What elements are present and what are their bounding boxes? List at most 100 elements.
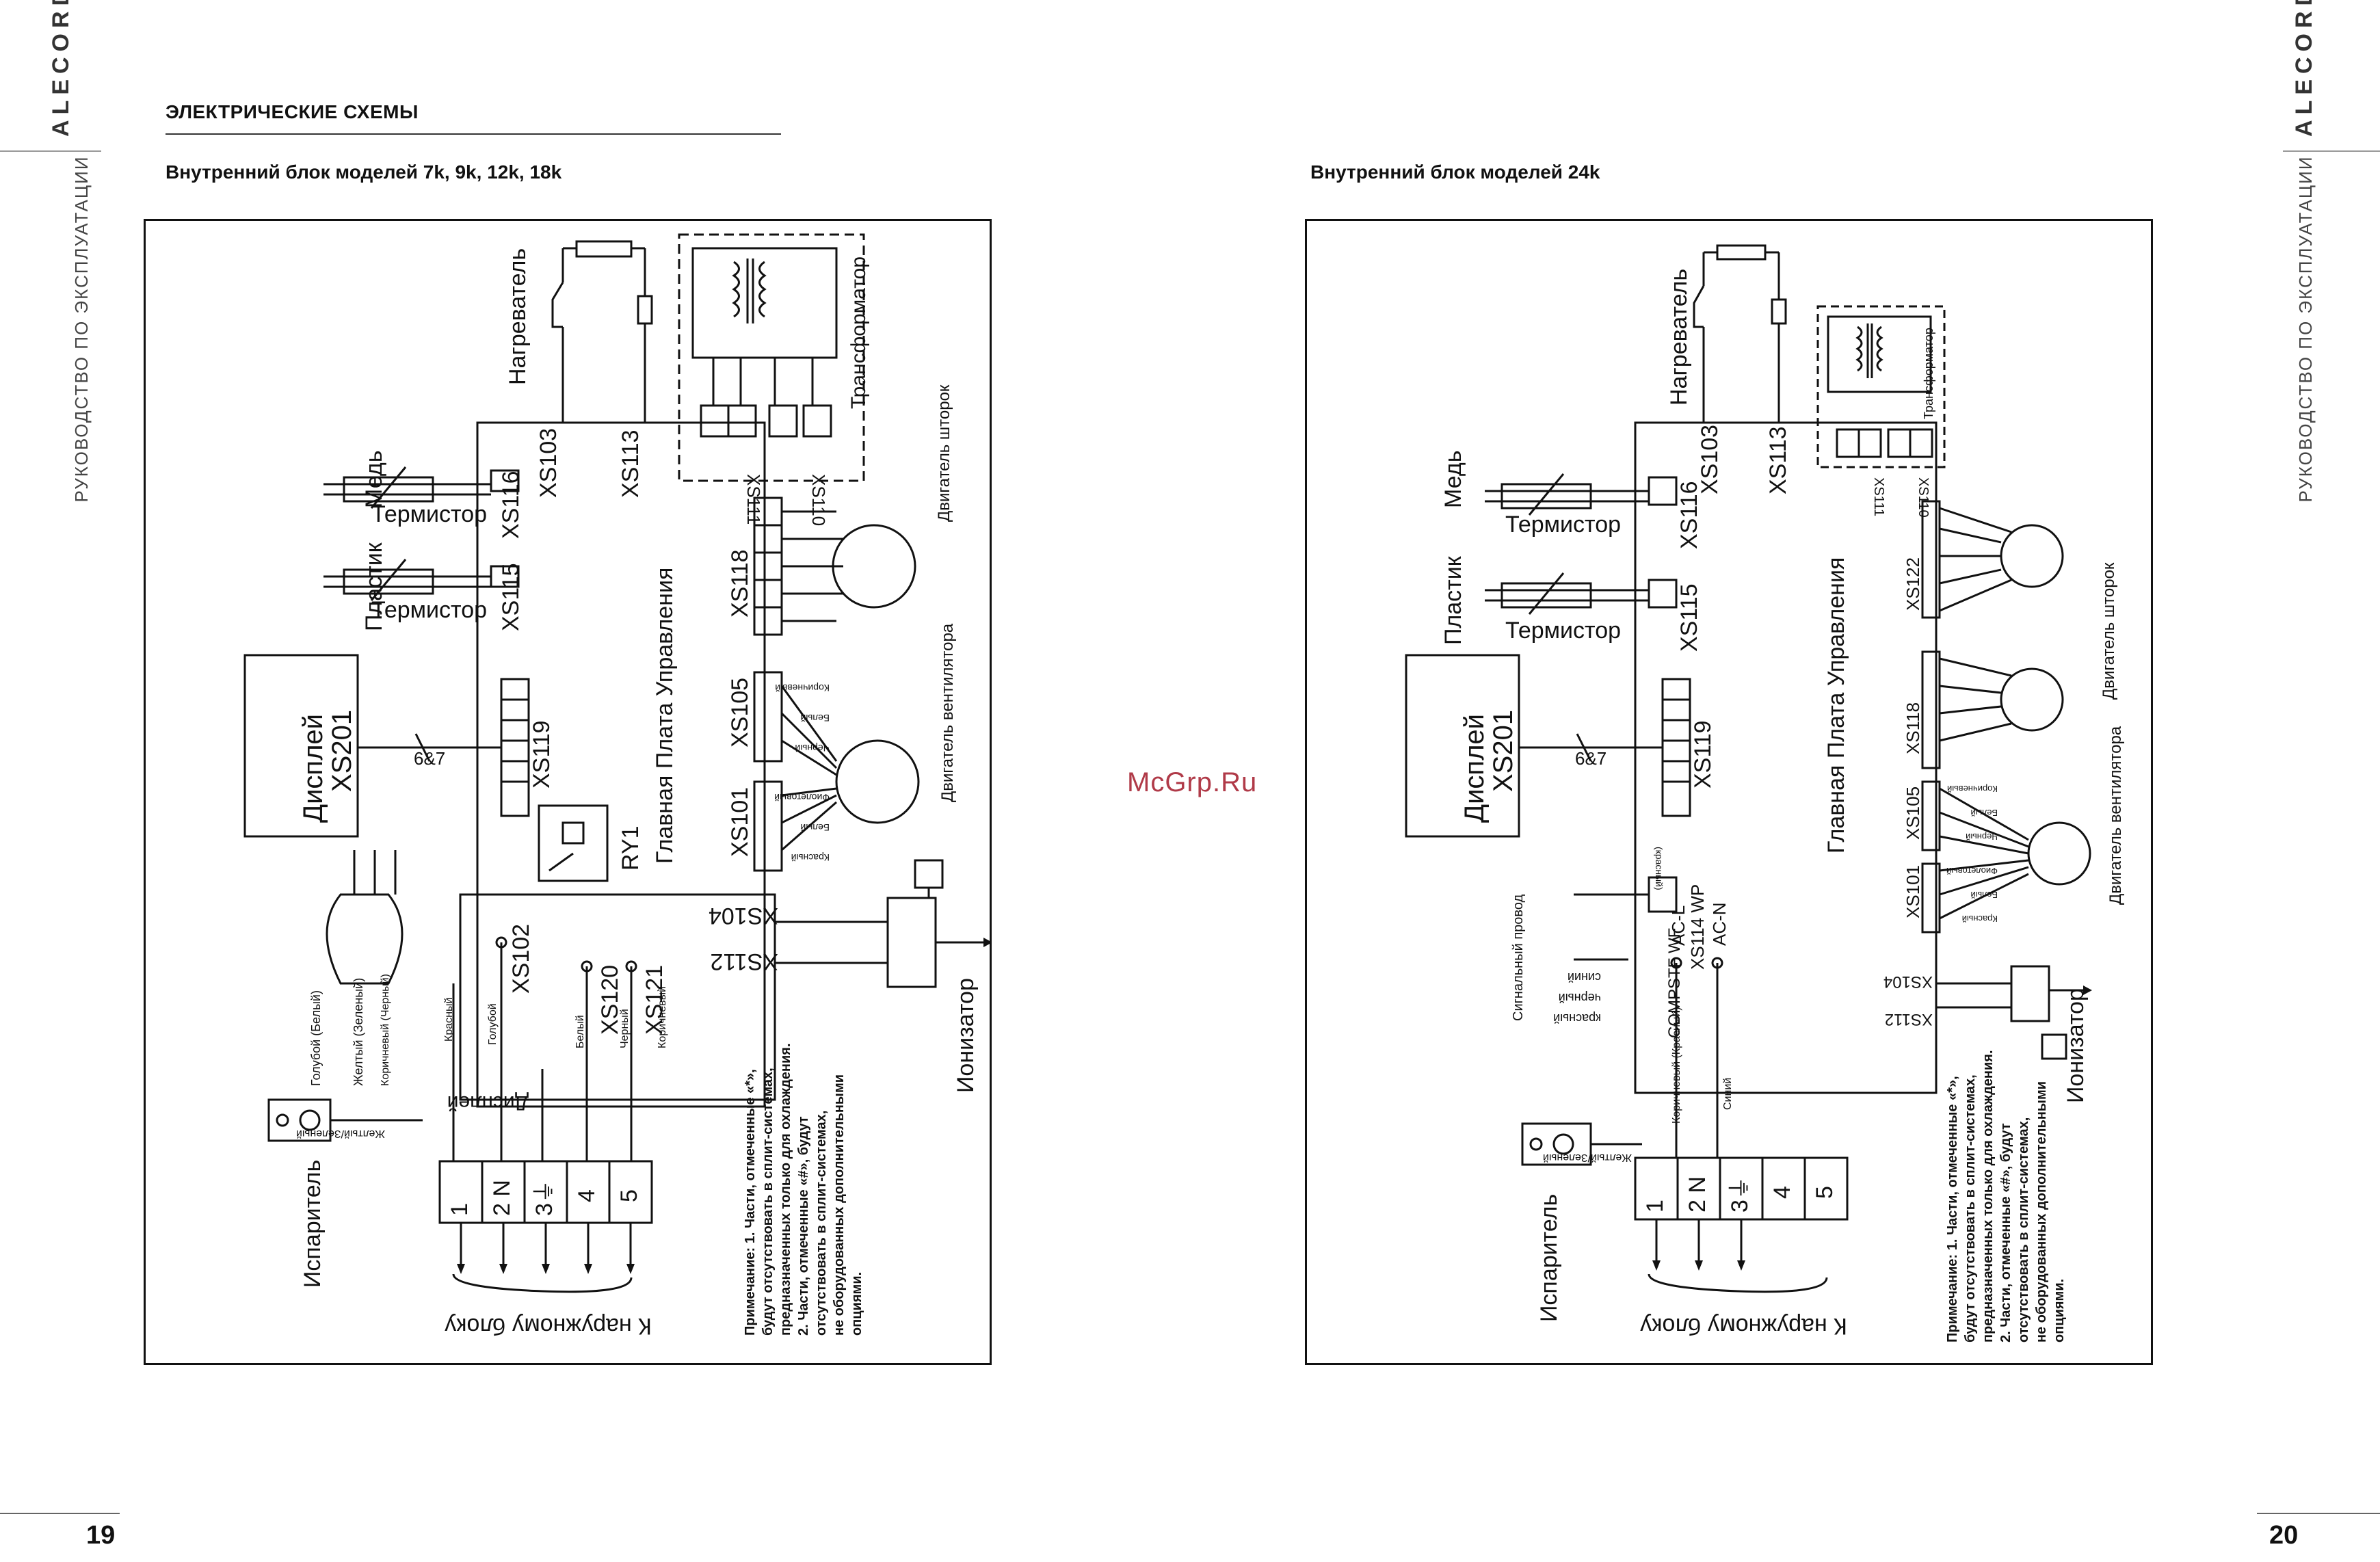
left-xs113-label: XS113 [618, 429, 644, 498]
right-xs116-label: XS116 [1676, 481, 1702, 549]
left-plug [326, 893, 404, 985]
right-terminal-3: 3⏚ [1727, 1176, 1753, 1213]
right-evaporator-label: Испаритель [1536, 1194, 1562, 1322]
left-xs116-label: XS116 [498, 471, 524, 539]
right-sig-blue: синий [1568, 970, 1601, 984]
right-heater-label: Нагреватель [1666, 269, 1692, 406]
left-xs104-label: XS104 [709, 903, 778, 929]
right-sig-red: красный [1553, 1011, 1601, 1025]
left-evaporator-label: Испаритель [300, 1160, 326, 1288]
right-subtitle: Внутренний блок моделей 24k [1310, 161, 1600, 183]
right-fan-motor-label: Двигатель вентилятора [2106, 726, 2125, 905]
left-note-2: будут отсутствовать в сплит-системах, [761, 1068, 776, 1336]
right-xs112-label: XS112 [1885, 1010, 1933, 1029]
right-main-board-label: Главная Плата Управления [1823, 557, 1849, 853]
left-subtitle: Внутренний блок моделей 7k, 9k, 12k, 18k [166, 161, 562, 183]
section-rule [166, 133, 781, 135]
right-fan-violet: Фиолетовый [1946, 866, 1998, 876]
left-display-wire-label: Дисплей [447, 1091, 529, 1114]
right-xs104-label: XS104 [1883, 972, 1933, 991]
left-thermistor1-label: Термистор [371, 501, 487, 527]
right-xs110-label: XS110 [1916, 477, 1931, 518]
right-xs118-label: XS118 [1903, 702, 1923, 754]
right-copper-label: Медь [1440, 451, 1466, 508]
left-wire-red: Красный [443, 998, 455, 1042]
right-wiring-diagram: Нагреватель Трансформатор Медь Термистор… [1405, 244, 2125, 1342]
right-ionizer [2010, 965, 2050, 1022]
manual-label-right: РУКОВОДСТВО ПО ЭКСПЛУАТАЦИИ [2295, 155, 2316, 503]
right-xs101-label: XS101 [1903, 865, 1923, 918]
left-xs120-label: XS120 [597, 965, 623, 1035]
right-terminal-5: 5 [1812, 1186, 1838, 1199]
left-fan-black: Черный [795, 743, 830, 754]
left-diagram-frame: Нагреватель Трансформатор Медь Термистор… [144, 219, 992, 1365]
left-note-6: не оборудованных дополнительными [832, 1074, 847, 1336]
right-fan-brown: Коричневый [1947, 784, 1998, 794]
right-note-2: будут отсутствовать в сплит-системах, [1963, 1074, 1978, 1342]
right-note-4: 2. Части, отмеченные «#», будут [1998, 1123, 2013, 1342]
left-wire-blue-white: Голубой (Белый) [309, 990, 323, 1086]
left-wire-yellow-green: Желтый (Зеленый) [352, 978, 365, 1086]
brand-left: ALECORD [48, 0, 74, 137]
right-note-6: не оборудованных дополнительными [2034, 1081, 2049, 1342]
right-xs119-label: XS119 [1690, 720, 1716, 789]
left-main-board-label: Главная Плата Управления [652, 568, 678, 864]
right-xs201-label: XS201 [1488, 710, 1518, 792]
brand-right: ALECORD [2291, 0, 2317, 137]
right-xs119-connector [1661, 678, 1691, 817]
left-xs115-label: XS115 [498, 563, 524, 631]
right-main-board [1634, 421, 1938, 1094]
left-lower-connectors [459, 893, 776, 1101]
left-to-outdoor-label: К наружному блоку [445, 1313, 652, 1339]
left-curtain-motor-label: Двигатель шторок [935, 384, 953, 522]
left-fan-violet: Фиолетовый [774, 792, 830, 803]
left-wire-white: Белый [574, 1015, 586, 1048]
right-xs113-label: XS113 [1765, 426, 1791, 494]
left-xs101-label: XS101 [727, 787, 753, 857]
left-xs102-label: XS102 [508, 924, 534, 994]
page-number-left: 19 [86, 1521, 116, 1550]
left-xs201-label: XS201 [327, 710, 357, 792]
left-xs112-label: XS112 [710, 949, 778, 975]
right-curtain-motor-1 [2000, 524, 2064, 588]
right-red-small: (красный) [1654, 847, 1665, 890]
left-wire-brown: Коричневый [657, 986, 668, 1048]
left-xs119-label: XS119 [529, 720, 555, 789]
left-thermistor2-label: Термистор [371, 597, 487, 623]
right-thermistor2-label: Термистор [1505, 618, 1621, 644]
left-display-block [243, 654, 359, 838]
left-note-3: предназначенных только для охлаждения. [778, 1043, 793, 1336]
right-diagram-frame: Нагреватель Трансформатор Медь Термистор… [1305, 219, 2153, 1365]
margin-rule-right [2283, 150, 2380, 152]
right-display-block [1405, 654, 1520, 838]
footer-rule-left [0, 1513, 120, 1514]
left-wiring-diagram: Нагреватель Трансформатор Медь Термистор… [243, 233, 992, 1339]
page-number-right: 20 [2269, 1521, 2299, 1550]
left-xs121-label: XS121 [642, 965, 667, 1035]
left-wire-brown-black: Коричневый (Черный) [380, 974, 391, 1086]
left-terminal-3: 3⏚ [531, 1180, 557, 1216]
right-fan-motor [2027, 821, 2091, 886]
left-curtain-motor [832, 524, 916, 609]
right-fan-red: Красный [1962, 914, 1998, 924]
left-note-7: опциями. [849, 1272, 864, 1336]
right-note-3: предназначенных только для охлаждения. [1981, 1050, 1996, 1342]
left-ry1-label: RY1 [618, 825, 644, 871]
left-transformer [691, 247, 838, 359]
left-xs105-label: XS105 [727, 678, 753, 747]
left-copper-label: Медь [361, 451, 387, 508]
left-terminal-4: 4 [574, 1189, 600, 1202]
right-note-5: отсутствовать в сплит-системах, [2016, 1117, 2031, 1342]
right-thermistor1-label: Термистор [1505, 512, 1621, 538]
right-xs114-label: XS114 WP [1687, 884, 1708, 970]
left-plastic-label: Пластик [361, 542, 387, 631]
left-note-4: 2. Части, отмеченные «#», будут [796, 1116, 811, 1336]
right-terminal-4: 4 [1769, 1186, 1795, 1199]
right-display-label: Дисплей [1459, 714, 1490, 823]
left-bus-label: 6&7 [414, 748, 445, 769]
manual-label-left: РУКОВОДСТВО ПО ЭКСПЛУАТАЦИИ [71, 155, 92, 503]
right-acl-label: AC-L [1668, 905, 1689, 946]
right-fan-white2: Белый [1970, 890, 1998, 900]
right-bus-label: 6&7 [1575, 748, 1606, 769]
margin-rule-left [0, 150, 101, 152]
